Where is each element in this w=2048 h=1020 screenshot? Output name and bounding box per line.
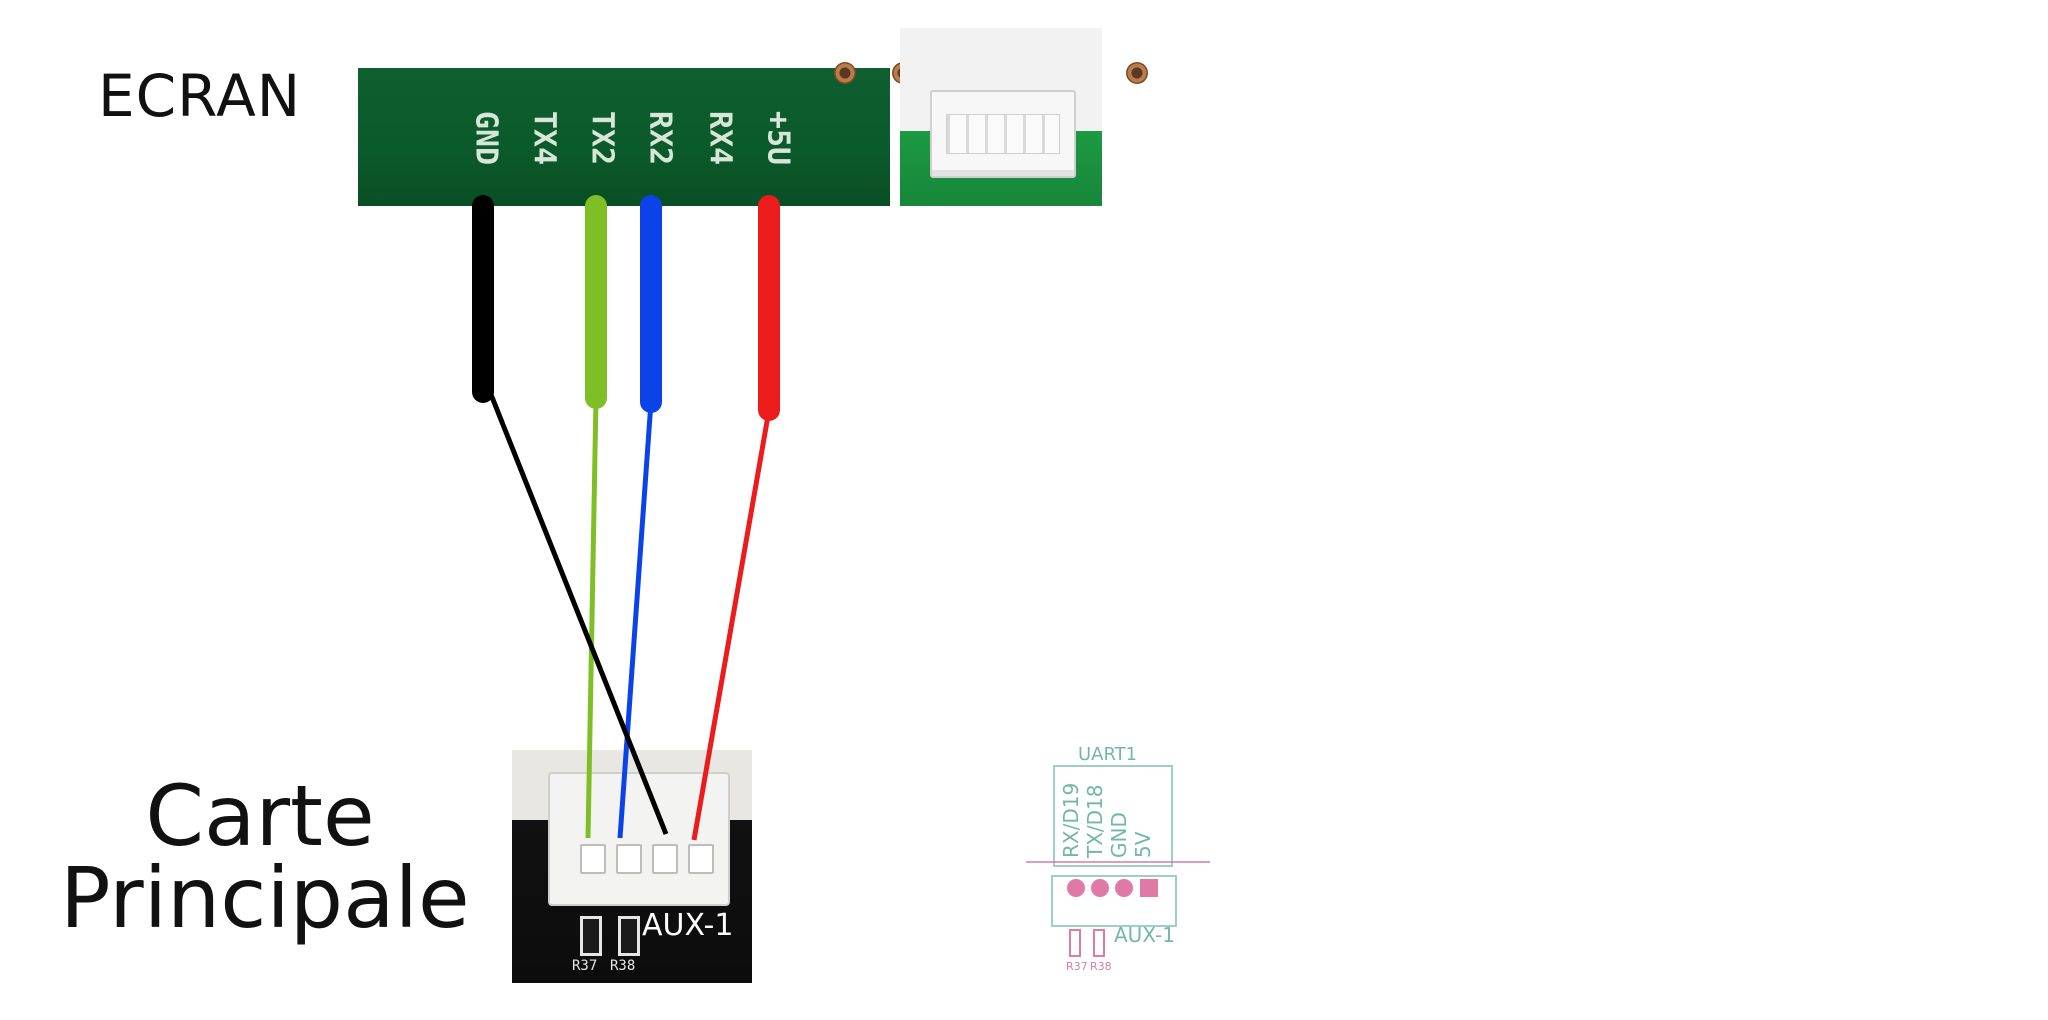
screen-pin-header [358, 62, 1148, 206]
schematic-pin-rx: RX/D19 [1059, 783, 1083, 858]
main-board-title: Carte Principale [60, 767, 470, 947]
aux-connector-label: AUX-1 [642, 908, 734, 943]
resistor-label: R38 [610, 958, 636, 974]
connector-housing [930, 90, 1076, 178]
connector-slot [652, 844, 678, 874]
schematic-resistor [1069, 929, 1081, 957]
5v-wire [691, 409, 772, 841]
tx2-wire [585, 397, 599, 839]
connector-slot [580, 844, 606, 874]
schematic-pad [1067, 879, 1085, 897]
schematic-pad-square [1140, 879, 1158, 897]
schematic-pin-gnd: GND [1107, 812, 1131, 858]
connector-slot [616, 844, 642, 874]
schematic-resistor [1093, 929, 1105, 957]
main-board-title-line2: Principale [60, 849, 470, 947]
resistor-r38 [618, 916, 640, 956]
main-board-title-line1: Carte [145, 767, 375, 865]
schematic-pad [1091, 879, 1109, 897]
resistor-r37 [580, 916, 602, 956]
schematic-resistor-label: R38 [1090, 960, 1112, 973]
schematic-aux-label: AUX-1 [1114, 923, 1175, 947]
schematic-pin-tx: TX/D18 [1083, 784, 1107, 859]
schematic-title: UART1 [1078, 744, 1137, 765]
pad [1126, 62, 1148, 84]
schematic-pin-5v: 5V [1131, 831, 1155, 858]
screen-connector-photo [900, 28, 1102, 206]
resistor-label: R37 [572, 958, 598, 974]
schematic-pad [1115, 879, 1133, 897]
gnd-wire [487, 391, 669, 835]
schematic-connector-outline [1051, 875, 1177, 927]
connector-pins [946, 114, 1060, 154]
connector-slot [688, 844, 714, 874]
schematic-box [1053, 765, 1173, 867]
screen-title: ECRAN [98, 62, 302, 130]
uart1-schematic: UART1 RX/D19 TX/D18 GND 5V R37 R38 AUX-1 [1026, 744, 1210, 973]
rx2-wire [617, 401, 654, 839]
pad [834, 62, 856, 84]
schematic-resistor-label: R37 [1066, 960, 1088, 973]
